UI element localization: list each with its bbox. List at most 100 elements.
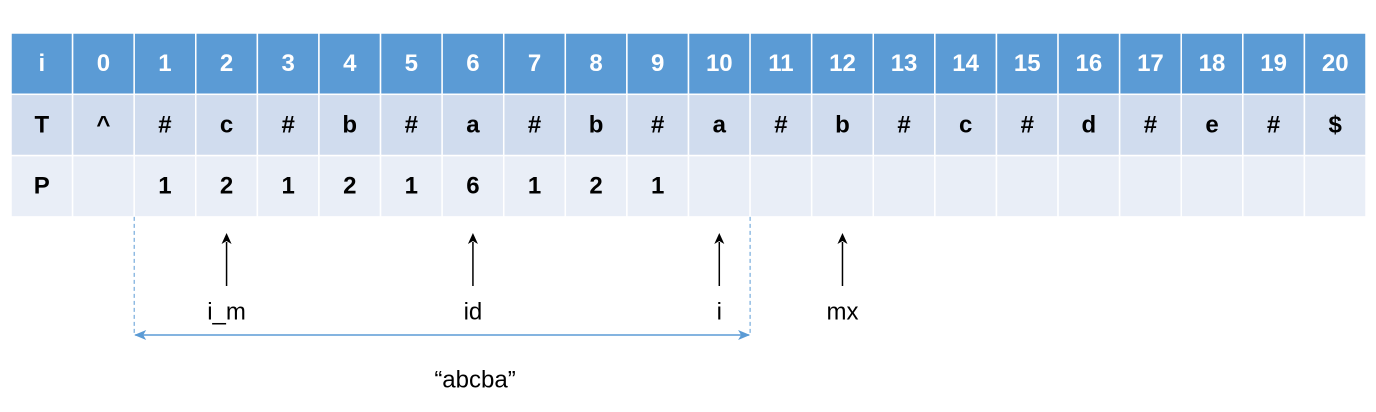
cell-index-12-bg — [810, 32, 875, 96]
cell-p-5-bg — [379, 154, 443, 218]
cell-t-16-bg — [1057, 93, 1121, 157]
cell-t-19: # — [1267, 111, 1280, 138]
pointer-i-m: i_m — [207, 233, 246, 325]
row-label-index: i — [38, 50, 45, 77]
cell-p-20-bg — [1303, 154, 1367, 218]
cell-t-2: c — [220, 111, 233, 138]
cell-t-17: # — [1144, 111, 1157, 138]
cell-index-4-bg — [318, 32, 382, 96]
cell-p-14-bg — [934, 154, 998, 218]
cell-t-14: c — [959, 111, 972, 138]
cell-p-7: 1 — [528, 173, 541, 200]
cell-t-10: a — [713, 111, 727, 138]
cell-index-15: 15 — [1014, 50, 1041, 77]
cell-index-4: 4 — [343, 50, 357, 77]
pointer-label: i_m — [207, 298, 246, 325]
row-label-t-bg — [10, 93, 74, 157]
cell-p-9: 1 — [651, 173, 664, 200]
cell-t-4-bg — [318, 93, 382, 157]
cell-index-3: 3 — [281, 50, 294, 77]
pointer-markers: i_m id i mx — [207, 233, 858, 325]
cell-t-1: # — [158, 111, 171, 138]
cell-p-12-bg — [810, 154, 875, 218]
cell-p-2-bg — [195, 154, 259, 218]
cell-p-4-bg — [318, 154, 382, 218]
cell-t-7-bg — [502, 93, 567, 157]
row-label-t: T — [34, 111, 49, 138]
cell-t-7: # — [528, 111, 541, 138]
cell-p-3-bg — [256, 154, 320, 218]
cell-p-9-bg — [626, 154, 690, 218]
range-arrowhead-right — [738, 330, 751, 340]
pointer-mx: mx — [826, 233, 858, 325]
cell-index-14-bg — [934, 32, 998, 96]
cell-t-18-bg — [1180, 93, 1244, 157]
pointer-arrowhead — [467, 233, 478, 244]
pointer-label: i — [717, 298, 722, 325]
cell-index-15-bg — [995, 32, 1059, 96]
cell-p-1: 1 — [158, 173, 171, 200]
cell-index-13: 13 — [891, 50, 918, 77]
cell-t-12-bg — [810, 93, 875, 157]
cell-index-0-bg — [71, 32, 135, 96]
cell-t-18: e — [1205, 111, 1218, 138]
cell-t-13: # — [897, 111, 910, 138]
cell-index-17: 17 — [1137, 50, 1164, 77]
pointer-id: id — [464, 233, 482, 325]
pointer-i: i — [714, 233, 725, 325]
cell-index-20: 20 — [1322, 50, 1349, 77]
cell-t-13-bg — [872, 93, 936, 157]
cell-p-3: 1 — [281, 173, 294, 200]
cell-t-5: # — [405, 111, 418, 138]
row-label-index-bg — [10, 32, 74, 96]
cell-index-0: 0 — [97, 50, 110, 77]
row-label-p: P — [34, 173, 50, 200]
cell-index-16: 16 — [1075, 50, 1102, 77]
cell-index-8-bg — [564, 32, 628, 96]
cell-index-8: 8 — [589, 50, 602, 77]
cell-index-5: 5 — [405, 50, 418, 77]
cell-t-19-bg — [1242, 93, 1306, 157]
cell-p-11-bg — [749, 154, 813, 218]
cell-p-13-bg — [872, 154, 936, 218]
pointer-arrowhead — [714, 233, 725, 244]
cell-p-5: 1 — [405, 173, 418, 200]
cell-p-4: 2 — [343, 173, 356, 200]
pointer-label: mx — [826, 298, 858, 325]
cell-p-16-bg — [1057, 154, 1121, 218]
cell-t-6: a — [466, 111, 480, 138]
cell-p-19-bg — [1242, 154, 1306, 218]
cell-t-3-bg — [256, 93, 320, 157]
cell-index-14: 14 — [952, 50, 979, 77]
range-label: “abcba” — [434, 366, 515, 393]
cell-index-10-bg — [687, 32, 751, 96]
cell-index-2: 2 — [220, 50, 233, 77]
cell-t-20: $ — [1329, 111, 1343, 138]
cell-t-16: d — [1082, 111, 1097, 138]
cell-index-16-bg — [1057, 32, 1121, 96]
cell-p-18-bg — [1180, 154, 1244, 218]
cell-index-1: 1 — [158, 50, 171, 77]
cell-index-18-bg — [1180, 32, 1244, 96]
cell-index-17-bg — [1118, 32, 1182, 96]
cell-index-12: 12 — [829, 50, 856, 77]
cell-t-9: # — [651, 111, 664, 138]
cell-t-15: # — [1021, 111, 1034, 138]
cell-p-1-bg — [133, 154, 197, 218]
cell-p-17-bg — [1118, 154, 1182, 218]
cell-index-18: 18 — [1199, 50, 1226, 77]
pointer-arrowhead — [837, 233, 848, 244]
cell-p-0-bg — [71, 154, 135, 218]
cell-t-0: ^ — [96, 111, 110, 138]
cell-t-12: b — [835, 111, 850, 138]
cell-t-4: b — [342, 111, 357, 138]
cell-index-10: 10 — [706, 50, 733, 77]
pointer-arrowhead — [221, 233, 232, 244]
cell-p-15-bg — [995, 154, 1059, 218]
cell-p-10-bg — [687, 154, 751, 218]
row-t: T^#c#b#a#b#a#b#c#d#e#$ — [10, 93, 1367, 157]
